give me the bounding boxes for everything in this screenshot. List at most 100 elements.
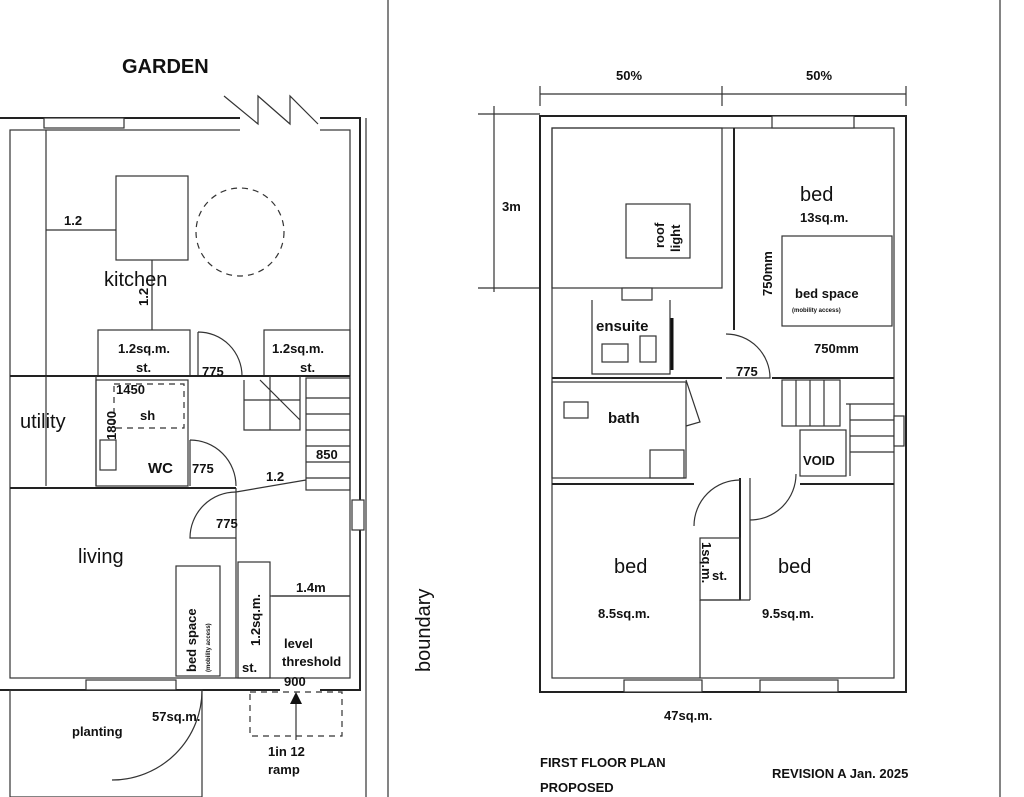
wc-1800-dim: 1800 (104, 411, 119, 440)
ramp-gradient: 1in 12 (268, 744, 305, 759)
bed1-bed-space (781, 235, 893, 327)
pct-left: 50% (616, 68, 642, 83)
first-door-775: 775 (736, 364, 758, 379)
living-door-swing (189, 491, 237, 539)
storage-left-suffix: st. (136, 360, 151, 375)
bath-room (551, 381, 687, 479)
living-bed-space (175, 565, 221, 677)
bath-tub (563, 401, 589, 419)
bifold-door (223, 94, 319, 126)
front-door-opening (280, 684, 320, 694)
ramp-label: ramp (268, 762, 300, 777)
living-bed-space-label: bed space (184, 608, 199, 672)
ground-area: 57sq.m. (152, 709, 200, 724)
dim-750-vertical: 750mm (760, 251, 775, 296)
bed2-window (623, 679, 703, 693)
ensuite-basin (601, 343, 629, 363)
living-bed-space-note: (mobility access) (206, 623, 212, 672)
utility-label: utility (20, 411, 66, 433)
hall-storage-box (237, 561, 271, 679)
stair-850-dim: 850 (316, 447, 338, 462)
bed1-label: bed (800, 184, 833, 206)
bed2-area: 8.5sq.m. (598, 606, 650, 621)
first-stair-winder (846, 403, 894, 476)
dim-hall: 1.2 (266, 469, 284, 484)
roof-light-line-2: light (668, 224, 683, 252)
ensuite-label: ensuite (596, 318, 649, 335)
storage-left-label: 1.2sq.m. (118, 341, 170, 356)
void-box (799, 429, 847, 477)
door-wc-width: 775 (192, 461, 214, 476)
kitchen-table (115, 175, 189, 261)
bed2-label: bed (614, 556, 647, 578)
bed2-door-swing (693, 479, 741, 527)
bed1-bed-space-label: bed space (795, 286, 859, 301)
dim-kitchen-depth: 1.2 (136, 288, 151, 306)
bed1-bed-space-note: (mobility access) (792, 308, 841, 314)
first-floor-plan (478, 86, 907, 693)
wc-door-swing (189, 439, 237, 487)
shower-tray (113, 383, 185, 429)
ensuite-door-swing (725, 333, 771, 379)
ground-stair-flight (305, 377, 351, 491)
kitchen-door-swing (197, 331, 243, 377)
ensuite-wc (639, 335, 657, 363)
bed3-label: bed (778, 556, 811, 578)
garden-label: GARDEN (122, 56, 209, 78)
first-stair-flight (781, 379, 841, 427)
ground-stair-winder (243, 376, 301, 431)
living-label: living (78, 546, 124, 568)
revision-label: REVISION A Jan. 2025 (772, 766, 908, 781)
kitchen-label: kitchen (104, 269, 167, 291)
small-window (621, 287, 653, 301)
first-storage-area: 1sq.m. (699, 542, 714, 583)
top-window-right (771, 115, 855, 129)
roof-light-line-1: roof (652, 222, 667, 248)
turning-circle (195, 187, 285, 277)
bath-basin (649, 449, 685, 479)
first-storage-suffix: st. (712, 568, 727, 583)
dim-750-horizontal: 750mm (814, 341, 859, 356)
door-kitchen-width: 775 (202, 364, 224, 379)
plan-title-line-2: PROPOSED (540, 780, 614, 795)
planting-bed (9, 689, 203, 797)
bed3-area: 9.5sq.m. (762, 606, 814, 621)
ensuite-walls (591, 300, 671, 375)
shower-label: sh (140, 408, 155, 423)
wc-label: WC (148, 460, 173, 477)
void-label: VOID (803, 453, 835, 468)
plan-title-line-1: FIRST FLOOR PLAN (540, 755, 666, 770)
side-window (351, 499, 365, 531)
door-900-dim: 900 (284, 674, 306, 689)
first-outer-wall (539, 115, 907, 693)
wc-1450-dim: 1450 (116, 382, 145, 397)
living-window (85, 679, 177, 691)
threshold-label: threshold (282, 654, 341, 669)
bed3-door-swing (749, 473, 797, 521)
dim-kitchen-width: 1.2 (64, 213, 82, 228)
bath-door-swing (685, 379, 701, 427)
first-area: 47sq.m. (664, 708, 712, 723)
roof-light (625, 203, 691, 259)
basin (99, 439, 117, 471)
garden-door-opening (240, 116, 320, 132)
storage-right-label: 1.2sq.m. (272, 341, 324, 356)
dim-porch: 1.4m (296, 580, 326, 595)
garden-gate-swing (111, 689, 203, 781)
dim-hall-line (235, 479, 307, 493)
bed1-area: 13sq.m. (800, 210, 848, 225)
ramp-arrow-head (290, 692, 302, 704)
first-side-window (893, 415, 905, 447)
height-3m: 3m (502, 199, 521, 214)
planting-label: planting (72, 724, 123, 739)
upper-left-room (551, 127, 723, 289)
bath-label: bath (608, 410, 640, 427)
first-stair-treads (795, 380, 825, 426)
ground-stair-treads (306, 397, 350, 479)
storage-right-suffix: st. (300, 360, 315, 375)
bed3-window (759, 679, 839, 693)
hall-storage-suffix: st. (242, 660, 257, 675)
boundary-label: boundary (413, 589, 435, 672)
ground-floor-plan (0, 0, 1001, 797)
